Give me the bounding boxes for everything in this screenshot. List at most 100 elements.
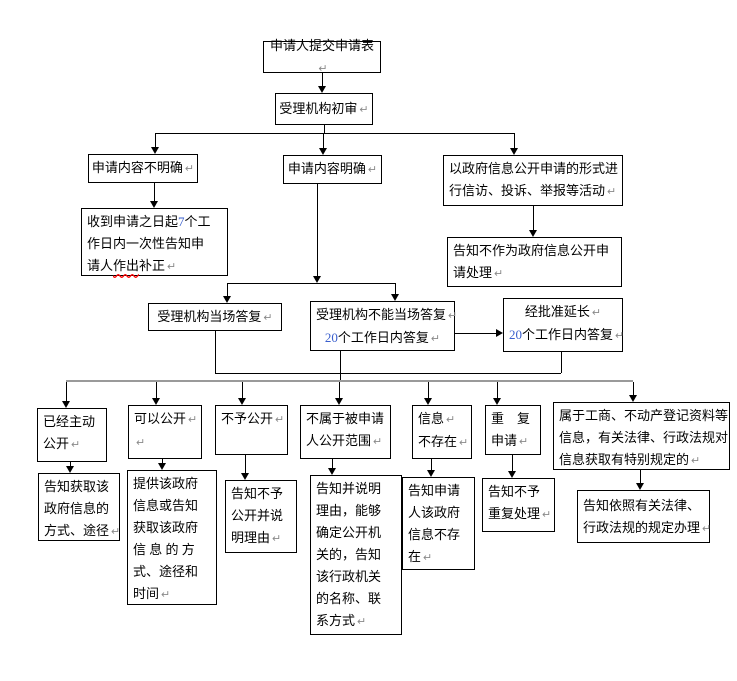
node-info-not-exist: 信息 不存在	[412, 405, 472, 459]
node-not-treated-as-request: 告知不作为政府信息公开申 请处理	[447, 237, 622, 287]
text-line: 信息或告知	[133, 498, 199, 513]
node-repeated-request: 重 复 申请	[485, 405, 541, 455]
text-line: 信 息 的 方	[133, 542, 195, 557]
text-line: 重 复	[491, 411, 531, 426]
node-reply-onsite: 受理机构当场答复	[148, 303, 282, 331]
connector-line	[395, 283, 396, 294]
connector-line	[242, 382, 243, 398]
arrowhead-down	[313, 276, 321, 283]
text-line: 告知不作为政府信息公开申	[453, 243, 610, 258]
arrowhead-down	[529, 230, 537, 237]
text-line: 申请内容不明确	[92, 157, 194, 180]
connector-line	[227, 283, 395, 284]
node-result-info-not-exist: 告知申请 人该政府 信息不存 在	[402, 477, 475, 570]
arrowhead-down	[319, 148, 327, 155]
text-line: 不属于被申请	[306, 411, 385, 426]
node-submit-application: 申请人提交申请表	[263, 38, 381, 73]
node-content-clear: 申请内容明确	[283, 155, 382, 184]
text-line: 受理机构初审	[279, 98, 368, 121]
text-line: 属于工商、不动产登记资料等	[559, 408, 729, 423]
connector-line	[324, 125, 325, 133]
text-line: 确定公开机	[316, 525, 382, 540]
connector-line	[323, 133, 324, 148]
connector-line	[431, 459, 432, 470]
node-reply-within-20-days: 受理机构不能当场答复 20个工作日内答复	[310, 301, 455, 351]
connector-line	[215, 331, 216, 373]
arrowhead-down	[391, 294, 399, 301]
connector-line	[227, 283, 228, 296]
text-line: 在	[408, 546, 469, 569]
connector-line	[70, 462, 71, 466]
text-line: 公开	[43, 433, 101, 456]
text-line: 申请内容明确	[288, 158, 377, 181]
text-segment: 补正	[139, 258, 176, 273]
connector-line	[633, 382, 634, 395]
highlighted-number: 20	[324, 330, 338, 345]
connector-line	[497, 382, 498, 398]
connector-line	[245, 455, 246, 473]
arrowhead-down	[508, 471, 516, 478]
node-content-unclear: 申请内容不明确	[88, 154, 198, 183]
text-line: 信息	[418, 408, 466, 431]
connector-line	[162, 459, 163, 463]
connector-line	[322, 73, 323, 86]
highlighted-number: 7	[178, 214, 185, 229]
arrowhead-down	[223, 296, 231, 303]
text-line: 不存在	[418, 431, 466, 454]
text-line: 明理由	[231, 527, 291, 550]
node-initial-review: 受理机构初审	[275, 93, 373, 125]
text-line: 可以公开	[134, 408, 196, 431]
connector-line	[514, 133, 515, 148]
text-line: 20个工作日内答复	[316, 327, 449, 350]
arrowhead-down	[424, 398, 432, 405]
text-line: 告知不予	[488, 484, 541, 499]
node-notify-supplement: 收到申请之日起7个工 作日内一次性告知申 请人作出补正	[81, 208, 228, 276]
text-line: 理由，能够	[316, 503, 382, 518]
collector-bar	[66, 380, 633, 382]
connector-line	[154, 183, 155, 201]
arrowhead-down	[158, 463, 166, 470]
text-line: 经批准延长	[509, 301, 617, 324]
arrowhead-down	[335, 398, 343, 405]
text-line: 请人作出补正	[87, 255, 222, 278]
text-line	[134, 431, 196, 454]
text-segment: 个工作日内答复	[522, 327, 624, 342]
connector-line	[66, 382, 67, 401]
connector-line	[332, 459, 333, 468]
arrowhead-down	[151, 147, 159, 154]
arrowhead-down	[328, 468, 336, 475]
text-line: 时间	[133, 583, 211, 606]
node-petition-activities: 以政府信息公开申请的形式进 行信访、投诉、举报等活动	[443, 155, 623, 206]
text-line: 信息，有关法律、行政法规对	[559, 430, 729, 445]
text-line: 已经主动	[43, 414, 96, 429]
text-line: 申请人提交申请表	[266, 35, 378, 80]
text-line: 行信访、投诉、举报等活动	[449, 180, 617, 203]
node-not-public: 不予公开	[215, 405, 288, 455]
text-line: 请处理	[453, 262, 616, 285]
arrowhead-down	[152, 398, 160, 405]
node-not-in-scope: 不属于被申请 人公开范围	[300, 405, 391, 459]
text-line: 关的，告知	[316, 547, 382, 562]
text-line: 重复处理	[488, 503, 549, 526]
node-result-provide-info: 提供该政府 信息或告知 获取该政府 信 息 的 方 式、途径和 时间	[127, 470, 217, 605]
text-line: 告知获取该	[44, 479, 110, 494]
text-line: 方式、途径	[44, 520, 114, 543]
connector-line	[340, 351, 341, 381]
connector-line	[640, 470, 641, 483]
text-segment: 个工	[184, 214, 211, 229]
text-line: 人该政府	[408, 505, 461, 520]
arrowhead-down	[238, 398, 246, 405]
connector-line	[155, 133, 514, 134]
connector-line	[156, 382, 157, 398]
text-segment: 请人	[87, 258, 114, 273]
node-already-public: 已经主动 公开	[37, 408, 107, 462]
node-result-already-public: 告知获取该 政府信息的 方式、途径	[38, 473, 120, 541]
text-line: 人公开范围	[306, 430, 385, 453]
node-result-explain-and-refer: 告知并说明 理由，能够 确定公开机 关的，告知 该行政机关 的名称、联 系方式	[310, 475, 402, 635]
text-line: 政府信息的	[44, 501, 110, 516]
arrowhead-down	[241, 473, 249, 480]
text-line: 该行政机关	[316, 569, 382, 584]
connector-line	[533, 206, 534, 230]
node-result-no-repeat-handling: 告知不予 重复处理	[482, 478, 555, 532]
